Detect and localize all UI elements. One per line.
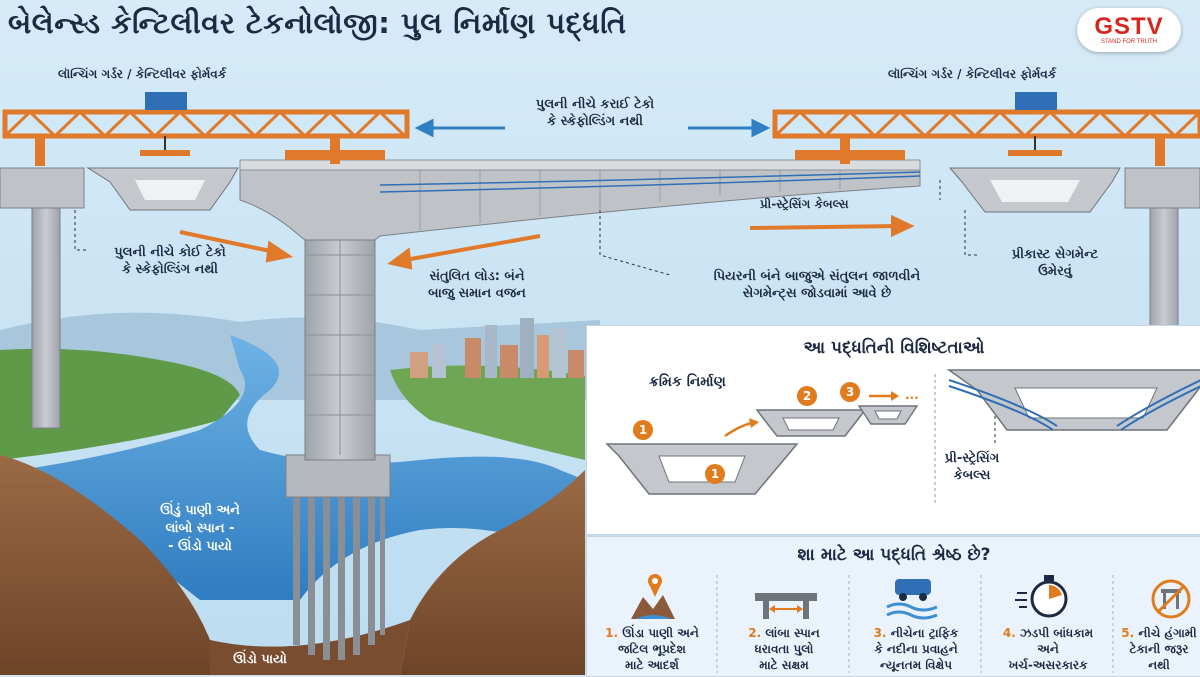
benefit-2: 2. લાંબા સ્પાન ધરાવતા પુલો માટે સક્ષમ — [721, 625, 847, 673]
city-skyline — [410, 318, 584, 378]
launching-truss-left — [2, 92, 410, 166]
precast-segment-label: પ્રીકાસ્ટ સેગમેન્ટ ઉમેરવું — [980, 246, 1130, 280]
cables-line2: કેબલ્સ — [953, 468, 991, 483]
step-circle-1b — [705, 464, 725, 484]
benefit-2-line3: માટે સક્ષમ — [759, 658, 809, 672]
left-deck — [0, 167, 85, 209]
features-illustration: 1 2 3 1 ... — [605, 369, 1200, 506]
balanced-line1: સંતુલિત લોડ: બંને — [429, 269, 525, 284]
step-circle-1 — [633, 420, 653, 440]
seq-dots: ... — [905, 388, 919, 402]
deep-water-line2: લાંબો સ્પાન - — [165, 521, 235, 536]
benefit-1-num: 1. — [605, 626, 619, 640]
why-title: શા માટે આ પદ્ધતિ શ્રેષ્ઠ છે? — [797, 545, 991, 565]
benefit-5-line2: ટેકાની જરૂર — [1129, 642, 1189, 656]
step-1-text: 1 — [639, 423, 647, 437]
load-arrows — [179, 214, 915, 270]
step-circle-2 — [797, 386, 817, 406]
deep-water-label: ઊંડું પાણી અને લાંબો સ્પાન - - ઊંડો પાયો — [120, 502, 280, 556]
precast-line1: પ્રીકાસ્ટ સેગમેન્ટ — [1011, 247, 1099, 262]
deep-water-line1: ઊંડું પાણી અને — [160, 503, 240, 518]
right-side-pier — [1149, 207, 1179, 329]
launching-truss-right — [772, 92, 1200, 166]
cables-feature-label: પ્રી-સ્ટ્રેસિંગ કેબલ્સ — [912, 450, 1032, 484]
step-circle-3 — [840, 382, 860, 402]
benefit-3: 3. નીચેના ટ્રાફિક કે નદીના પ્રવાહને ન્યૂ… — [853, 625, 979, 673]
benefit-3-num: 3. — [873, 626, 887, 640]
benefit-5-line1: નીચે હંગામી — [1138, 626, 1197, 640]
terrain-pin-icon — [631, 574, 675, 619]
benefit-4-line2: અને — [1037, 642, 1059, 656]
pile-cap — [285, 454, 391, 498]
right-bank — [390, 365, 585, 460]
benefit-3-line3: ન્યૂનતમ વિક્ષેપ — [879, 658, 953, 672]
step-2-text: 2 — [803, 389, 811, 403]
right-soil — [400, 470, 585, 675]
no-support-left-label: પુલની નીચે કોઈ ટેકો કે સ્કેફોલ્ડિંગ નથી — [90, 244, 250, 278]
pier-balance-label: પિયરની બંને બાજુએ સંતુલન જાળવીને સેગમેન્… — [672, 268, 962, 302]
prestressing-cables-label: પ્રી-સ્ટ્રેસિંગ કેબલ્સ — [760, 197, 849, 211]
right-deck — [1124, 167, 1200, 209]
left-side-pier — [31, 207, 61, 429]
step-1b-text: 1 — [711, 467, 719, 481]
deep-foundation-label: ઊંડો પાયો — [233, 652, 287, 667]
pier-line2: સેગમેન્ટ્સ જોડવામાં આવે છે — [742, 286, 892, 301]
no-support-top-line2: કે સ્કેફોલ્ડિંગ નથી — [546, 114, 644, 129]
deep-water-line3: - ઊંડો પાયો — [168, 539, 232, 554]
benefit-2-num: 2. — [748, 626, 762, 640]
pier-line1: પિયરની બંને બાજુએ સંતુલન જાળવીને — [713, 269, 921, 284]
cantilever-deck — [239, 167, 921, 241]
no-support-left-line1: પુલની નીચે કોઈ ટેકો — [114, 245, 226, 260]
stopwatch-icon — [1015, 575, 1068, 618]
balanced-load-label: સંતુલિત લોડ: બંને બાજુ સમાન વજન — [392, 268, 562, 302]
no-support-arrows — [414, 118, 771, 138]
benefit-5: 5. નીચે હંગામી ટેકાની જરૂર નથી — [1117, 625, 1200, 673]
cable-lines — [948, 379, 1200, 431]
benefit-4-line3: ખર્ચ-અસરકારક — [1008, 658, 1088, 672]
benefit-4-num: 4. — [1002, 626, 1016, 640]
benefit-1: 1. ઊંડા પાણી અને જટિલ ભૂપ્રદેશ માટે આદર્… — [589, 625, 715, 673]
foundation-piles — [293, 495, 385, 660]
no-support-top-label: પુલની નીચે કરાઈ ટેકો કે સ્કેફોલ્ડિંગ નથી — [505, 96, 685, 130]
logo-tagline: STAND FOR TRUTH — [1100, 39, 1158, 45]
gstv-logo: GSTV STAND FOR TRUTH — [1077, 8, 1181, 52]
benefit-2-line2: ધરાવતા પુલો — [754, 642, 814, 656]
benefit-5-line3: નથી — [1148, 658, 1170, 672]
no-support-top-line1: પુલની નીચે કરાઈ ટેકો — [535, 97, 655, 112]
traffic-water-icon — [886, 579, 938, 620]
logo-text: GSTV — [1094, 13, 1164, 40]
precast-line2: ઉમેરવું — [1038, 264, 1072, 279]
no-scaffold-icon — [1151, 579, 1191, 619]
benefit-1-line3: માટે આદર્શ — [625, 658, 679, 672]
benefit-1-line2: જટિલ ભૂપ્રદેશ — [618, 642, 686, 656]
sequential-label: ક્રમિક નિર્માણ — [649, 374, 726, 390]
benefit-4: 4. ઝડપી બાંધકામ અને ખર્ચ-અસરકારક — [985, 625, 1111, 673]
benefit-3-line1: નીચેના ટ્રાફિક — [890, 626, 959, 640]
benefit-3-line2: કે નદીના પ્રવાહને — [874, 642, 958, 656]
benefit-2-line1: લાંબા સ્પાન — [765, 626, 820, 640]
why-icons — [631, 574, 1191, 673]
page-title: બેલેન્સ્ડ કેન્ટિલીવર ટેકનોલોજી: પુલ નિર્… — [8, 6, 627, 40]
launching-girder-left-label: લૉન્ચિંગ ગર્ડર / કેન્ટિલીવર ફોર્મવર્ક — [58, 67, 227, 81]
no-support-left-line2: કે સ્કેફોલ્ડિંગ નથી — [121, 262, 219, 277]
cables-line1: પ્રી-સ્ટ્રેસિંગ — [944, 451, 1000, 466]
balanced-line2: બાજુ સમાન વજન — [428, 286, 526, 301]
benefit-4-line1: ઝડપી બાંધકામ — [1020, 626, 1094, 640]
long-span-icon — [755, 593, 817, 619]
launching-girder-right-label: લૉન્ચિંગ ગર્ડર / કેન્ટિલીવર ફોર્મવર્ક — [888, 67, 1057, 81]
features-title: આ પદ્ધતિની વિશિષ્ટતાઓ — [803, 338, 985, 358]
step-3-text: 3 — [846, 385, 854, 399]
left-soil — [0, 455, 210, 675]
benefit-5-num: 5. — [1121, 626, 1135, 640]
why-panel: શા માટે આ પદ્ધતિ શ્રેષ્ઠ છે? — [586, 536, 1200, 677]
features-panel: આ પદ્ધતિની વિશિષ્ટતાઓ ક્રમિક નિર્માણ 1 2… — [586, 325, 1200, 535]
benefit-1-line1: ઊંડા પાણી અને — [622, 626, 699, 640]
deck-top — [239, 159, 921, 171]
